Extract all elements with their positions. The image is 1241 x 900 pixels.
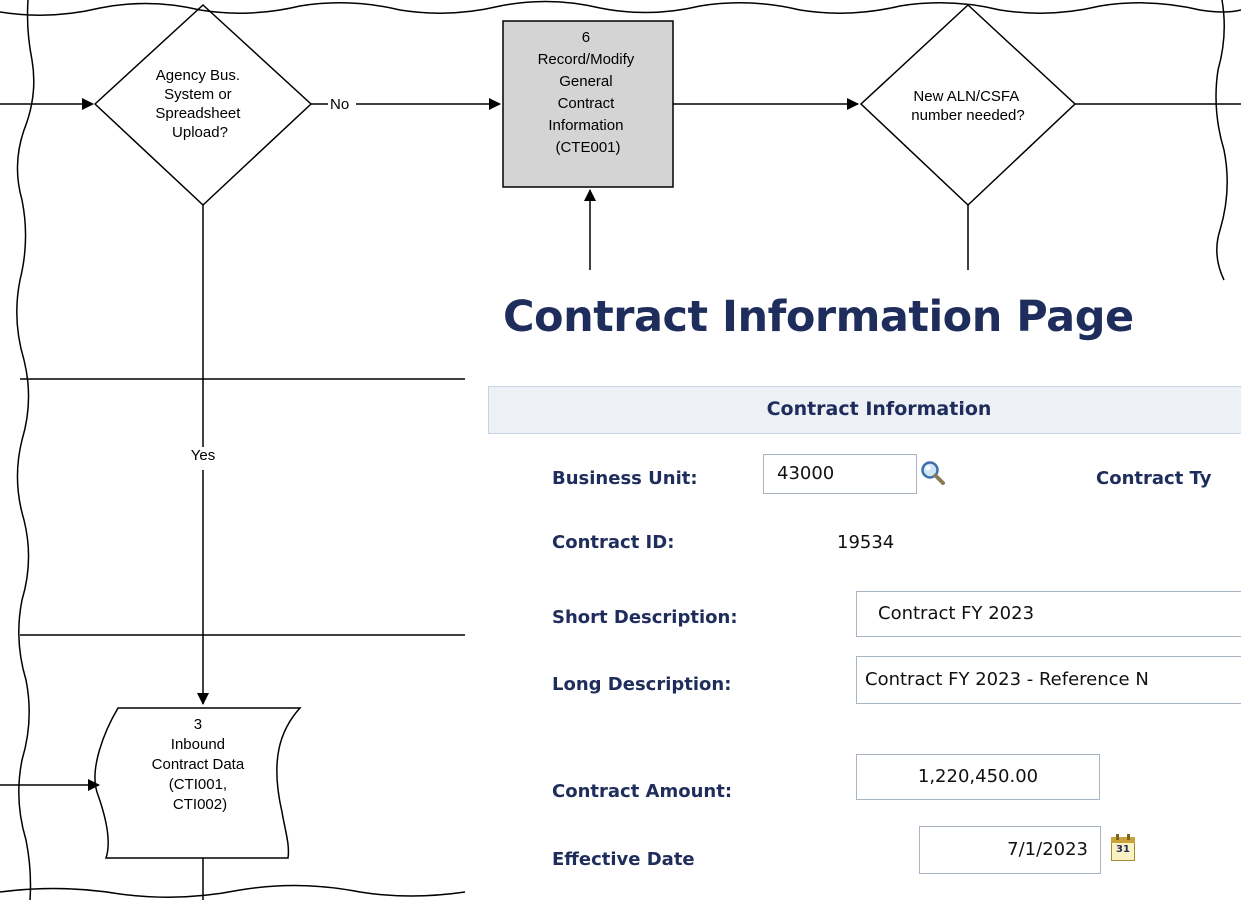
decision-aln-csfa (859, 3, 1077, 207)
long-description-label: Long Description: (552, 674, 732, 695)
section-header-bar: Contract Information (488, 386, 1241, 434)
decision-agency-text: Agency Bus. System or Spreadsheet Upload… (155, 67, 244, 141)
page-title: Contract Information Page (503, 292, 1134, 342)
short-description-input[interactable]: Contract FY 2023 (856, 591, 1241, 637)
contract-amount-label: Contract Amount: (552, 781, 733, 802)
data-step-3 (94, 707, 302, 859)
magnifier-icon[interactable] (919, 459, 947, 487)
business-unit-input[interactable]: 43000 (763, 454, 917, 494)
long-description-input[interactable]: Contract FY 2023 - Reference N (856, 656, 1241, 704)
contract-information-panel: Contract Information Page Contract Infor… (465, 270, 1241, 900)
edge-label-no: No (330, 96, 349, 113)
short-description-label: Short Description: (552, 607, 738, 628)
contract-id-label: Contract ID: (552, 532, 675, 553)
section-title: Contract Information (766, 398, 992, 420)
contract-amount-input[interactable]: 1,220,450.00 (856, 754, 1100, 800)
effective-date-label: Effective Date (552, 849, 695, 870)
calendar-icon[interactable]: 31 (1111, 834, 1137, 862)
data-step-3-text: 3 Inbound Contract Data (CTI001, CTI002) (152, 716, 249, 813)
effective-date-input[interactable]: 7/1/2023 (919, 826, 1101, 874)
business-unit-label: Business Unit: (552, 468, 698, 489)
edge-label-yes: Yes (191, 447, 215, 464)
contract-id-value: 19534 (837, 532, 895, 553)
contract-type-label: Contract Ty (1096, 468, 1212, 489)
decision-aln-text: New ALN/CSFA number needed? (911, 88, 1024, 124)
process-step-6 (502, 20, 674, 188)
process-step-6-text: 6 Record/Modify General Contract Informa… (538, 29, 639, 156)
